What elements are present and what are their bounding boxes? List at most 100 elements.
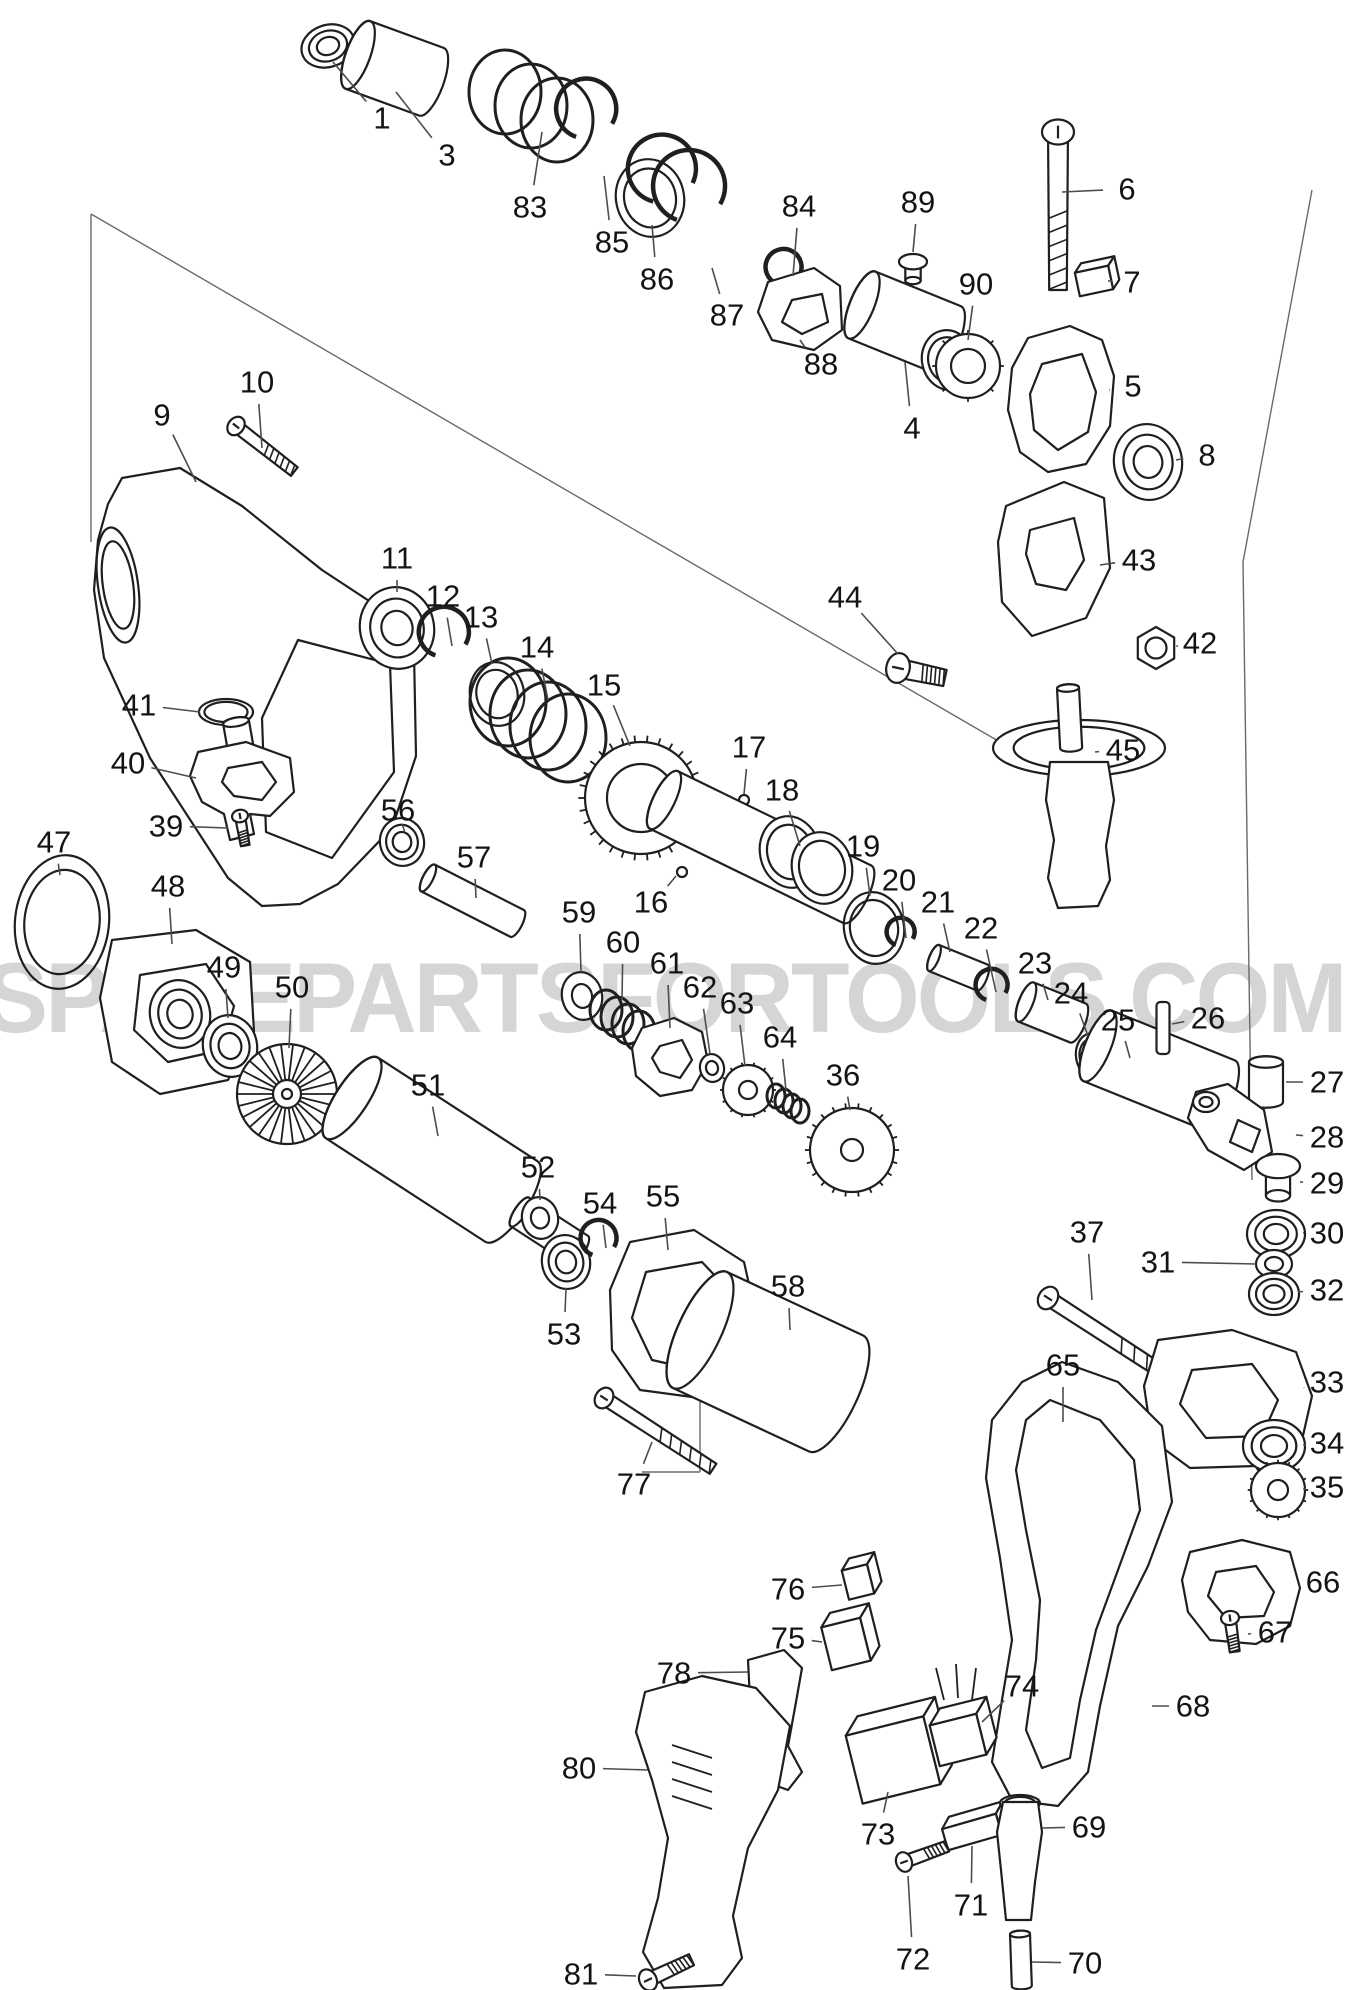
part-26 bbox=[1155, 1000, 1171, 1056]
part-number-16: 16 bbox=[634, 885, 668, 920]
part-39 bbox=[230, 808, 251, 848]
part-number-80: 80 bbox=[562, 1751, 596, 1786]
part-number-45: 45 bbox=[1106, 733, 1140, 768]
part-detail bbox=[148, 979, 212, 1049]
part-number-30: 30 bbox=[1310, 1216, 1344, 1251]
part-number-9: 9 bbox=[153, 398, 170, 433]
part-59 bbox=[560, 971, 604, 1021]
part-shapes bbox=[13, 19, 1314, 1990]
part-detail bbox=[790, 831, 854, 905]
part-number-88: 88 bbox=[804, 347, 838, 382]
part-number-17: 17 bbox=[732, 730, 766, 765]
part-number-37: 37 bbox=[1070, 1215, 1104, 1250]
part-50 bbox=[235, 1042, 339, 1146]
part-number-62: 62 bbox=[683, 970, 717, 1005]
zone-guide-lines bbox=[90, 189, 1313, 1473]
part-43 bbox=[996, 480, 1112, 638]
part-68 bbox=[984, 1360, 1174, 1808]
part-51 bbox=[321, 1055, 542, 1244]
part-67 bbox=[1219, 1609, 1241, 1654]
part-number-83: 83 bbox=[513, 190, 547, 225]
part-52 bbox=[520, 1196, 560, 1240]
part-number-31: 31 bbox=[1141, 1245, 1175, 1280]
part-90 bbox=[932, 330, 1004, 402]
part-number-74: 74 bbox=[1005, 1669, 1039, 1704]
part-number-15: 15 bbox=[587, 668, 621, 703]
part-44 bbox=[885, 652, 948, 688]
part-16 bbox=[675, 865, 689, 879]
part-63 bbox=[720, 1062, 776, 1118]
part-number-34: 34 bbox=[1310, 1426, 1344, 1461]
part-number-56: 56 bbox=[381, 793, 415, 828]
part-number-51: 51 bbox=[411, 1068, 445, 1103]
part-23 bbox=[1014, 981, 1090, 1044]
part-number-29: 29 bbox=[1310, 1166, 1344, 1201]
part-number-86: 86 bbox=[640, 262, 674, 297]
part-57 bbox=[418, 863, 527, 939]
part-detail bbox=[1055, 683, 1084, 753]
part-number-52: 52 bbox=[521, 1150, 555, 1185]
part-83 bbox=[467, 48, 595, 164]
part-12 bbox=[416, 604, 472, 658]
part-54 bbox=[578, 1217, 619, 1258]
part-number-20: 20 bbox=[882, 863, 916, 898]
part-number-69: 69 bbox=[1072, 1810, 1106, 1845]
part-number-13: 13 bbox=[464, 600, 498, 635]
part-number-14: 14 bbox=[520, 630, 554, 665]
part-number-43: 43 bbox=[1122, 543, 1156, 578]
part-number-47: 47 bbox=[37, 825, 71, 860]
part-number-labels: 1383858687848889490675891041403911121314… bbox=[37, 101, 1344, 1990]
part-62 bbox=[698, 1052, 726, 1084]
part-number-22: 22 bbox=[964, 911, 998, 946]
part-10 bbox=[226, 415, 299, 477]
part-number-53: 53 bbox=[547, 1317, 581, 1352]
part-56 bbox=[378, 816, 426, 868]
part-number-33: 33 bbox=[1310, 1365, 1344, 1400]
part-number-42: 42 bbox=[1183, 626, 1217, 661]
part-30 bbox=[1245, 1208, 1307, 1260]
part-69 bbox=[995, 1800, 1044, 1922]
part-number-1: 1 bbox=[373, 101, 390, 136]
part-number-66: 66 bbox=[1306, 1565, 1340, 1600]
part-75 bbox=[820, 1602, 881, 1672]
part-number-36: 36 bbox=[826, 1058, 860, 1093]
part-detail bbox=[95, 526, 141, 644]
part-29 bbox=[1254, 1152, 1302, 1203]
part-number-21: 21 bbox=[921, 885, 955, 920]
part-20 bbox=[884, 915, 917, 948]
part-6 bbox=[1040, 118, 1076, 292]
part-34 bbox=[1241, 1418, 1307, 1474]
part-84 bbox=[763, 246, 804, 287]
part-number-41: 41 bbox=[122, 688, 156, 723]
part-80 bbox=[634, 1674, 792, 1990]
part-number-49: 49 bbox=[207, 950, 241, 985]
part-number-35: 35 bbox=[1310, 1470, 1344, 1505]
part-49 bbox=[201, 1014, 259, 1078]
part-number-61: 61 bbox=[650, 946, 684, 981]
part-21 bbox=[926, 943, 991, 992]
part-number-75: 75 bbox=[771, 1621, 805, 1656]
part-number-57: 57 bbox=[457, 840, 491, 875]
part-number-25: 25 bbox=[1101, 1003, 1135, 1038]
part-detail bbox=[1191, 1090, 1221, 1114]
leader-lines bbox=[57, 61, 1307, 1977]
part-number-10: 10 bbox=[240, 365, 274, 400]
part-45 bbox=[1044, 760, 1116, 910]
part-number-59: 59 bbox=[562, 895, 596, 930]
part-number-50: 50 bbox=[275, 970, 309, 1005]
part-number-67: 67 bbox=[1258, 1615, 1292, 1650]
part-number-58: 58 bbox=[771, 1269, 805, 1304]
part-number-89: 89 bbox=[901, 185, 935, 220]
part-72 bbox=[894, 1839, 951, 1873]
part-42 bbox=[1136, 625, 1176, 671]
part-number-84: 84 bbox=[782, 189, 816, 224]
part-number-27: 27 bbox=[1310, 1065, 1344, 1100]
part-88 bbox=[756, 266, 844, 352]
part-89 bbox=[897, 252, 929, 286]
part-detail-lines bbox=[671, 1744, 713, 1810]
part-14 bbox=[468, 656, 608, 784]
part-number-6: 6 bbox=[1118, 172, 1135, 207]
part-number-90: 90 bbox=[959, 267, 993, 302]
